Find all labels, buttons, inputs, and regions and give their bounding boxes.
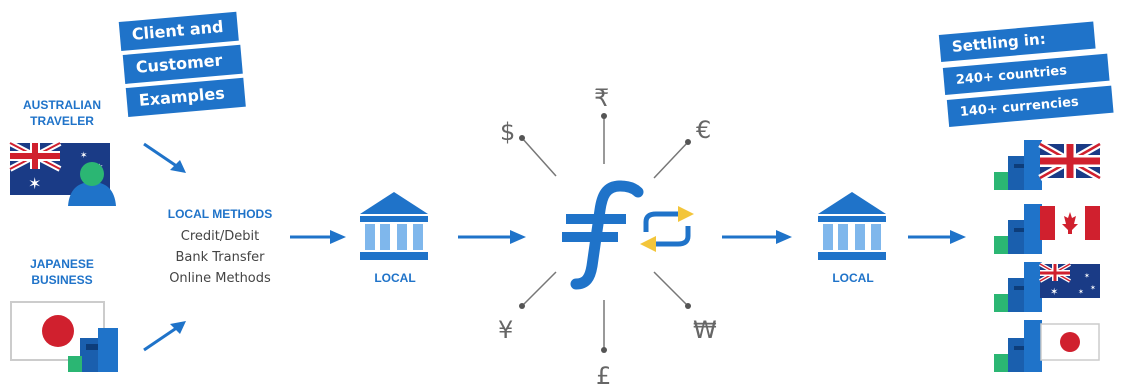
arrow-icon (722, 230, 792, 244)
bank-icon (818, 192, 886, 260)
australia-flag-traveler-icon: ✶ ✶ ✶ (8, 140, 116, 206)
arrow-icon (458, 230, 526, 244)
local-methods-list: Credit/Debit Bank Transfer Online Method… (150, 226, 290, 289)
currency-spokes (519, 113, 691, 353)
svg-text:✶: ✶ (1050, 287, 1058, 298)
arrow-icon (143, 321, 186, 352)
yen-symbol: ¥ (498, 316, 514, 344)
japanese-business-label-line-1: JAPANESE (30, 257, 94, 271)
rupee-symbol: ₹ (594, 84, 610, 112)
dollar-symbol: $ (500, 118, 516, 146)
local-methods-title: LOCAL METHODS (167, 207, 273, 221)
bank-left-label: LOCAL (374, 271, 416, 285)
client-examples-tag-line-2: Customer (122, 44, 243, 84)
pound-symbol: £ (596, 362, 612, 390)
australian-traveler-label-line-2: TRAVELER (30, 114, 94, 128)
arrow-icon (908, 230, 966, 244)
bank-icon (360, 192, 428, 260)
local-method-item: Bank Transfer (175, 250, 265, 265)
client-examples-tag-line-1: Client and (118, 11, 239, 51)
japan-flag-business-icon (10, 301, 118, 372)
australia-flag-icon: ✶ ✶ ✶ ✶ (994, 262, 1100, 312)
canada-flag-icon (994, 204, 1100, 254)
japanese-business-label-line-2: BUSINESS (31, 273, 93, 287)
won-symbol: ₩ (693, 316, 717, 344)
japan-flag-icon (994, 320, 1100, 372)
svg-text:✶: ✶ (80, 151, 88, 161)
australian-traveler-label-line-1: AUSTRALIAN (23, 98, 101, 112)
client-examples-tag-line-3: Examples (125, 77, 246, 117)
local-method-item: Credit/Debit (180, 229, 260, 244)
united-kingdom-flag-icon (994, 140, 1102, 190)
japanese-business-label: JAPANESE BUSINESS (8, 256, 116, 288)
svg-text:✶: ✶ (1084, 272, 1090, 280)
svg-text:✶: ✶ (28, 174, 41, 193)
arrow-icon (143, 142, 186, 173)
euro-symbol: € (696, 116, 712, 144)
arrow-icon (290, 230, 346, 244)
flywire-logo-exchange-icon (562, 180, 694, 290)
australian-traveler-label: AUSTRALIAN TRAVELER (8, 97, 116, 129)
svg-text:✶: ✶ (1078, 288, 1084, 296)
bank-right-label: LOCAL (832, 271, 874, 285)
svg-text:✶: ✶ (1090, 284, 1096, 292)
local-method-item: Online Methods (169, 271, 271, 286)
